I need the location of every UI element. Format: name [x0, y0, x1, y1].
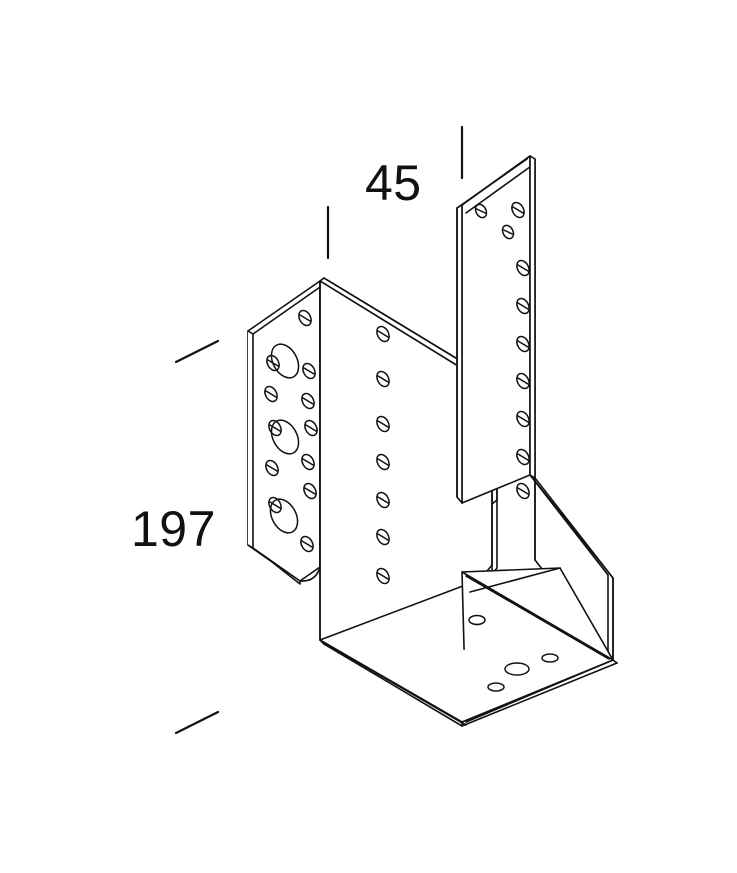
hole-group-right-flange [474, 201, 530, 500]
leader-height-lower [174, 710, 220, 735]
dimension-annotations [174, 125, 464, 735]
leader-height-upper [174, 339, 220, 364]
hole-group-left-web [376, 325, 390, 585]
left-mounting-flange [247, 280, 324, 585]
dimension-label-width: 45 [365, 155, 422, 211]
hole-group-left-flange [264, 309, 318, 553]
dimension-label-height: 197 [131, 501, 216, 557]
hole-group-seat-plate [468, 614, 559, 692]
